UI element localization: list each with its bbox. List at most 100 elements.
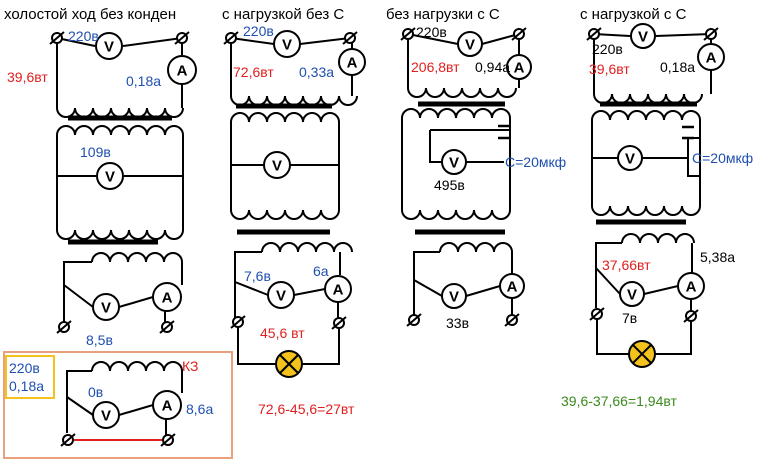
col4-input-voltage: 220в: [592, 41, 623, 57]
col3-capacitance: С=20мкф: [505, 154, 566, 170]
col1-mid-winding-bottom: [56, 229, 184, 240]
kz-ammeter-letter: A: [162, 398, 173, 415]
kz-voltmeter-ring: [92, 401, 120, 429]
col2-out-terminal-right-slash: [331, 316, 347, 330]
col1-output-voltmeter-letter: V: [101, 300, 111, 317]
col3-output-ammeter: A: [499, 273, 525, 299]
col1-in-terminal-right-slash: [174, 31, 190, 45]
wire: [643, 285, 679, 295]
kz-output-current: 8,6а: [186, 401, 213, 417]
col3-input-power: 206,8вт: [411, 59, 460, 75]
wire: [593, 33, 631, 37]
col2-output-ammeter-letter: A: [333, 282, 344, 299]
title-col4: с нагрузкой с С: [580, 6, 687, 23]
col2-input-ammeter-ring: [338, 48, 366, 76]
wire: [595, 267, 621, 295]
kz-ammeter-ring: [152, 390, 182, 420]
col2-output-power: 45,6 вт: [260, 325, 305, 341]
col3-input-ammeter-letter: A: [514, 60, 525, 77]
col3-mid-voltmeter: V: [441, 149, 467, 175]
kz-voltmeter: V: [92, 401, 120, 429]
wire: [237, 322, 276, 365]
kz-ammeter: A: [152, 390, 182, 420]
col2-mid-voltmeter-ring: [263, 151, 291, 179]
kz-output-voltage: 0в: [88, 384, 103, 400]
col2-input-current: 0,33а: [299, 64, 334, 80]
col4-output-power: 37,66вт: [602, 257, 651, 273]
title-col3: без нагрузки с С: [386, 6, 500, 23]
col4-input-voltmeter: V: [630, 23, 656, 49]
col4-out-terminal-left-slash: [589, 307, 605, 321]
col4-secondary-winding: [621, 233, 695, 244]
col4-input-power: 39,6вт: [589, 61, 630, 77]
kz-frame: [3, 351, 233, 459]
col3-output-voltmeter: V: [441, 283, 467, 309]
wire: [413, 251, 440, 316]
col1-output-voltage: 8,5в: [86, 332, 113, 348]
col2-output-ammeter: A: [324, 275, 352, 303]
wire: [299, 37, 351, 45]
col1-out-terminal-left-slash: [56, 320, 72, 334]
col3-input-voltmeter-letter: V: [465, 37, 475, 54]
col1-output-ammeter: A: [152, 282, 182, 312]
col4-capacitance: С=20мкф: [692, 150, 753, 166]
col1-input-voltmeter-letter: V: [104, 39, 114, 56]
col2-input-voltage: 220в: [243, 23, 274, 39]
kz-input-frame: [5, 355, 55, 399]
kz-input-voltage: 220в: [9, 360, 40, 376]
col1-in-terminal-left-slash: [49, 31, 65, 45]
col2-output-current: 6а: [313, 263, 329, 279]
kz-terminal-left-slash: [60, 433, 76, 447]
col4-in-terminal-left-slash: [586, 27, 602, 41]
col2-input-voltmeter-ring: [273, 30, 301, 58]
wire: [687, 158, 700, 177]
col3-out-terminal-left-slash: [406, 313, 422, 327]
col4-mid-voltmeter-ring: [617, 145, 643, 171]
title-col2: с нагрузкой без С: [222, 6, 344, 23]
col3-in-terminal-right-slash: [511, 27, 527, 41]
kz-voltmeter-letter: V: [101, 408, 111, 425]
col3-input-voltmeter-ring: [457, 31, 483, 57]
col4-output-ammeter-letter: A: [686, 279, 697, 296]
wire: [655, 316, 692, 355]
col1-mid-voltage: 109в: [80, 144, 111, 160]
title-col1: холостой ход без конден: [4, 6, 176, 23]
col2-mid-voltmeter: V: [263, 151, 291, 179]
wire: [118, 296, 154, 308]
wire: [122, 37, 183, 47]
col1-input-voltage: 220в: [68, 28, 99, 44]
col3-mid-voltage: 495в: [434, 177, 465, 193]
col1-input-voltmeter-ring: [95, 32, 123, 60]
col3-output-voltage: 33в: [446, 315, 469, 331]
col3-in-terminal-left-slash: [400, 27, 416, 41]
col1-output-voltmeter: V: [92, 293, 120, 321]
col3-input-current: 0,94а: [475, 59, 510, 75]
col3-mid-voltmeter-letter: V: [449, 155, 459, 172]
col2-in-terminal-left-slash: [223, 31, 239, 45]
wire: [413, 279, 443, 297]
col4-output-voltmeter-ring: [619, 281, 645, 307]
col1-input-ammeter-ring: [167, 55, 197, 85]
col2-output-voltmeter-ring: [267, 281, 295, 309]
col2-in-terminal-right-slash: [342, 31, 358, 45]
wire: [234, 281, 269, 296]
kz-label: КЗ: [182, 358, 198, 374]
wire: [595, 242, 622, 308]
col4-output-current: 5,38а: [700, 249, 735, 265]
col4-input-voltmeter-letter: V: [638, 29, 648, 46]
col1-mid-voltmeter-letter: V: [105, 169, 115, 186]
col4-output-voltmeter-letter: V: [627, 287, 637, 304]
wire: [429, 130, 442, 163]
col2-load-lamp-cross-b: [279, 354, 299, 374]
col1-output-ammeter-ring: [152, 282, 182, 312]
col4-power-loss-calc: 39,6-37,66=1,94вт: [561, 393, 677, 409]
wire: [63, 261, 92, 320]
col1-input-ammeter-letter: A: [177, 63, 188, 80]
wire: [407, 33, 459, 45]
col2-output-ammeter-ring: [324, 275, 352, 303]
col4-input-voltmeter-ring: [630, 23, 656, 49]
col4-load-lamp-cross-b: [632, 344, 652, 364]
col3-input-voltmeter: V: [457, 31, 483, 57]
wire: [66, 370, 92, 433]
